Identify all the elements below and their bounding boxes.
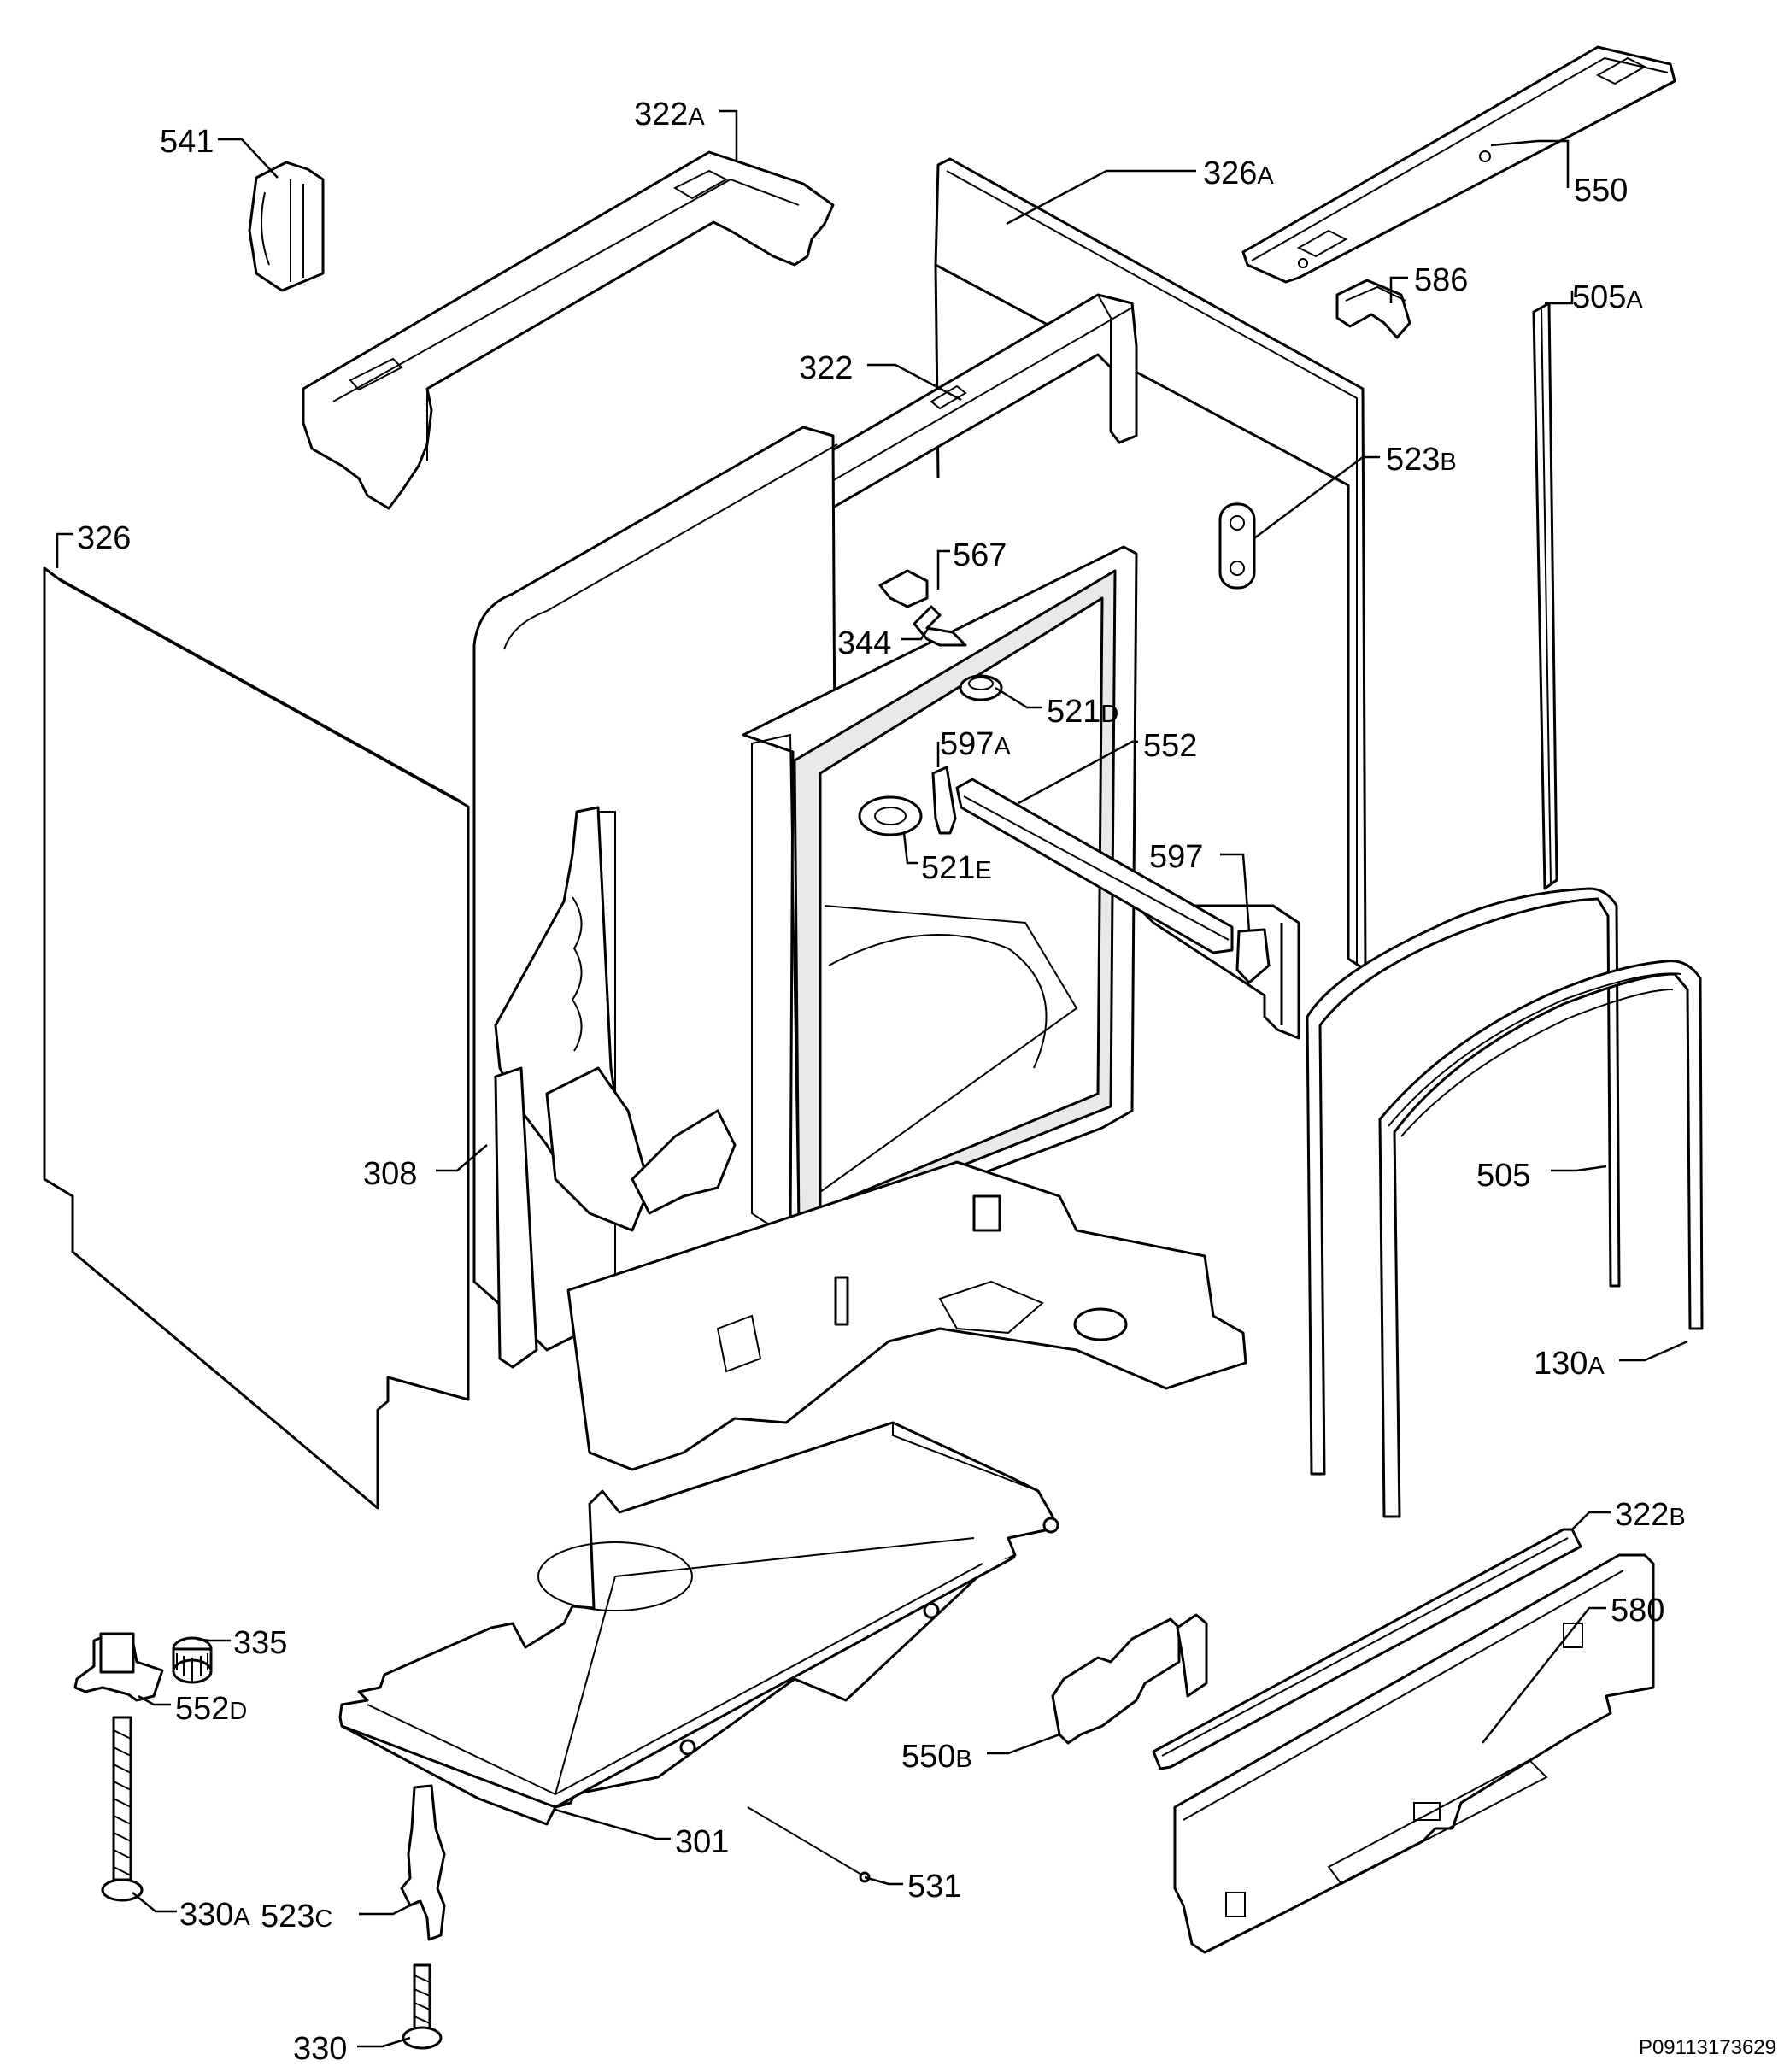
bracket-523c [400,1784,446,1941]
label-580: 580 [1611,1593,1664,1629]
label-335: 335 [233,1625,287,1661]
screw-330 [402,1963,443,2050]
grommet-523b [1218,502,1256,590]
label-550b: 550B [901,1739,972,1775]
seal-130a [1378,960,1704,1518]
label-326: 326 [77,520,131,556]
label-567: 567 [953,537,1007,573]
label-531: 531 [907,1869,961,1905]
top-bar-550 [1241,45,1676,284]
hinge-308 [494,806,737,1369]
seal-505 [1306,887,1621,1476]
base-frame [566,1160,1247,1471]
clip-567 [878,569,929,608]
label-505: 505 [1476,1158,1530,1194]
label-301: 301 [675,1824,729,1860]
side-panel-326 [43,566,470,1510]
screw-330a [101,1716,144,1902]
label-521e: 521E [921,850,992,886]
label-326a: 326A [1203,156,1274,191]
label-308: 308 [363,1156,417,1192]
cap-597 [1235,928,1271,984]
label-505a: 505A [1572,279,1643,315]
label-552: 552 [1143,728,1197,764]
document-id: P09113173629 [1638,2036,1776,2059]
clip-541 [248,161,325,292]
bracket-586 [1335,279,1411,339]
label-597: 597 [1149,839,1203,875]
foot-552d [73,1632,164,1702]
leader-lines [56,109,1688,2048]
label-523b: 523B [1386,442,1457,478]
plug-521d [959,674,1003,701]
tub-front-opening [742,545,1138,1245]
label-586: 586 [1414,262,1468,298]
seal-505a [1532,302,1558,890]
top-frame-322a [302,150,835,510]
label-541: 541 [160,124,214,160]
label-130a: 130A [1534,1346,1605,1382]
seal-521e [858,795,923,836]
label-597a: 597A [940,726,1011,762]
label-552d: 552D [175,1691,247,1727]
label-521d: 521D [1047,694,1118,730]
rod-531 [747,1806,871,1883]
bottom-tray-301 [338,1421,1059,1826]
label-344: 344 [837,625,891,661]
rail-552 [955,778,1234,954]
label-322b: 322B [1615,1497,1686,1533]
label-322: 322 [799,350,853,386]
bracket-550b [1051,1613,1208,1745]
label-330a: 330A [179,1897,250,1933]
label-322a: 322A [634,97,705,132]
spring-344 [913,605,967,647]
label-523c: 523C [261,1899,332,1934]
pin-597a [931,766,957,835]
label-330: 330 [293,2031,347,2067]
callout-labels: 541 322A 326A 550 586 505A 322 523B 326 … [77,97,1686,2067]
label-550: 550 [1574,173,1628,208]
bottom-plate-580 [1173,1553,1655,1954]
nut-335 [172,1636,213,1684]
kickplate-322b [1152,1528,1582,1770]
